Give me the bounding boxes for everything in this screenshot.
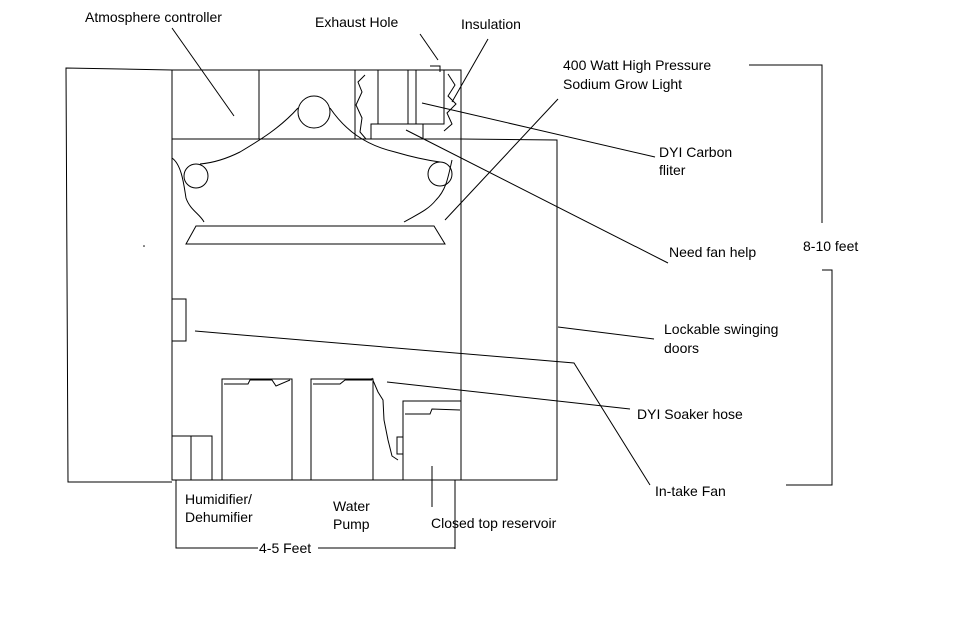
rope-right: [330, 108, 440, 162]
reservoir-label: Closed top reservoir: [431, 515, 557, 531]
exhaust-hole-label: Exhaust Hole: [315, 14, 399, 30]
reservoir-water: [405, 409, 460, 414]
water-pump-label-line1: Water: [333, 498, 370, 514]
insulation-left: [356, 75, 366, 139]
doors-label-line2: doors: [664, 340, 700, 356]
leader-soaker-hose: [387, 382, 630, 409]
plant-container-1: [222, 379, 292, 480]
left-door-panel: [66, 68, 172, 482]
pulley-wheel-top: [298, 96, 330, 128]
humidifier-label-line2: Dehumifier: [185, 509, 253, 525]
dehumidifier-unit: [191, 436, 212, 480]
grow-light-label-line2: Sodium Grow Light: [563, 76, 683, 92]
leader-need-fan: [406, 130, 668, 263]
water-pump-label-line2: Pump: [333, 516, 370, 532]
height-bracket-bottom: [786, 270, 832, 485]
grow-light-reflector: [186, 226, 445, 244]
humidifier-label-line1: Humidifier/: [185, 491, 252, 507]
fan-box: [371, 124, 423, 139]
height-bracket-top: [749, 65, 822, 223]
height-dimension-label: 8-10 feet: [803, 238, 859, 254]
pump-hose: [372, 378, 398, 460]
grow-light-label-line1: 400 Watt High Pressure: [563, 57, 712, 73]
rope-left: [200, 108, 298, 164]
insulation-top: [430, 66, 440, 72]
right-door-panel: [461, 139, 557, 480]
soaker-hose-label: DYI Soaker hose: [637, 406, 743, 422]
carbon-filter-label-line1: DYI Carbon: [659, 144, 733, 160]
plant-container-2: [311, 379, 373, 480]
main-chamber: [172, 139, 461, 480]
stray-mark: [143, 245, 145, 247]
leader-insulation: [452, 39, 488, 102]
leader-atmosphere: [172, 28, 234, 116]
carbon-filter: [378, 70, 416, 124]
container-2-soil: [313, 380, 372, 384]
hanger-right: [404, 160, 452, 222]
humidifier-unit: [172, 436, 191, 480]
leader-grow-light: [445, 99, 558, 220]
intake-fan: [172, 299, 186, 341]
hanger-left: [172, 158, 204, 222]
leader-exhaust: [420, 34, 438, 60]
doors-label-line1: Lockable swinging: [664, 321, 779, 337]
water-pump: [397, 437, 403, 454]
leader-carbon-filter: [422, 103, 655, 157]
width-bracket: [176, 507, 258, 548]
atmosphere-controller-label: Atmosphere controller: [85, 9, 222, 25]
container-1-soil: [224, 380, 290, 386]
carbon-filter-label-line2: fliter: [659, 162, 686, 178]
top-cabinet: [172, 70, 461, 139]
insulation-label: Insulation: [461, 16, 521, 32]
width-dimension-label: 4-5 Feet: [259, 540, 312, 556]
leader-intake-fan: [195, 331, 650, 485]
intake-fan-label: In-take Fan: [655, 483, 726, 499]
need-fan-help-label: Need fan help: [669, 244, 757, 260]
pulley-wheel-left: [184, 164, 208, 188]
exhaust-duct: [408, 70, 444, 124]
insulation-right: [444, 74, 456, 131]
leader-doors: [558, 327, 654, 339]
